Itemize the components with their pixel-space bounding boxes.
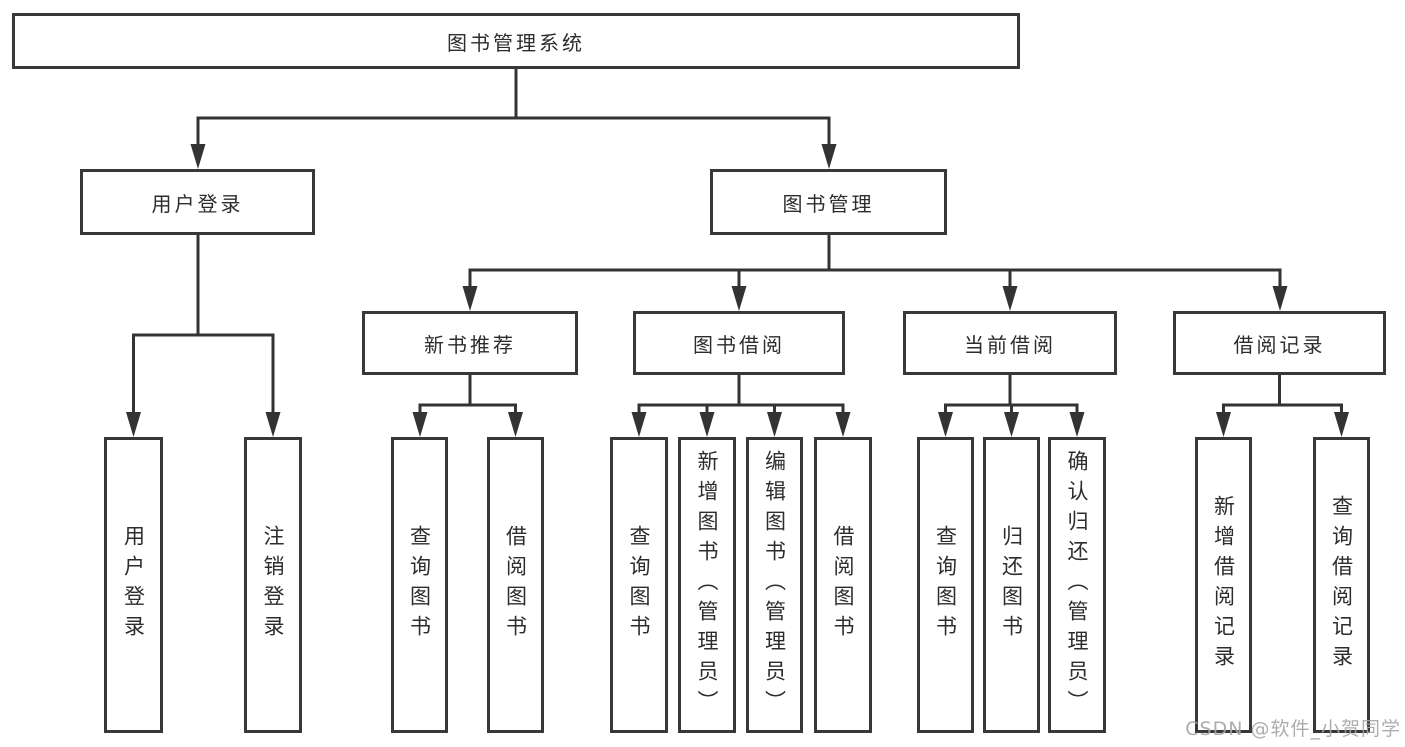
node-book-mgmt: 图书管理 [710,169,947,235]
leaf-newbook-query-book: 查询图书 [391,437,448,733]
leaf-borrow-borrow-book: 借阅图书 [814,437,872,733]
node-borrow-records: 借阅记录 [1173,311,1386,375]
leaf-borrow-query-book: 查询图书 [610,437,668,733]
leaf-newbook-borrow-book: 借阅图书 [487,437,544,733]
leaf-records-query-record: 查询借阅记录 [1313,437,1370,733]
csdn-watermark: CSDN @软件_小贺同学 [1185,718,1401,740]
branch-book-borrow [631,375,851,437]
leaf-user-login: 用户登录 [104,437,163,733]
leaf-current-query-book: 查询图书 [917,437,974,733]
branch-user-login [126,235,281,437]
leaf-borrow-edit-book-admin: 编辑图书（管理员） [746,437,803,733]
node-new-book-recommend: 新书推荐 [362,311,578,375]
branch-book-mgmt [462,235,1288,311]
branch-borrow-records [1216,375,1349,437]
branch-new-book [412,375,523,437]
leaf-records-add-record: 新增借阅记录 [1195,437,1252,733]
leaf-borrow-add-book-admin: 新增图书（管理员） [678,437,736,733]
leaf-logout: 注销登录 [244,437,302,733]
node-root: 图书管理系统 [12,13,1020,69]
branch-current-borrow [938,375,1085,437]
node-book-borrow: 图书借阅 [633,311,845,375]
branch-root [190,69,837,169]
node-current-borrow: 当前借阅 [903,311,1117,375]
leaf-current-confirm-return-admin: 确认归还（管理员） [1048,437,1106,733]
node-user-login: 用户登录 [80,169,315,235]
leaf-current-return-book: 归还图书 [983,437,1040,733]
